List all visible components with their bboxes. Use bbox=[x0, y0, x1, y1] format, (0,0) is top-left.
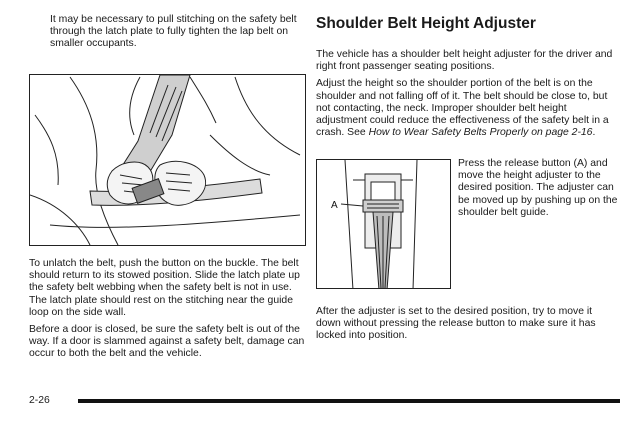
intro-paragraph: It may be necessary to pull stitching on… bbox=[50, 14, 297, 50]
footer-rule bbox=[78, 399, 620, 403]
adjuster-caption: Press the release button (A) and move th… bbox=[458, 158, 618, 218]
door-warning-paragraph: Before a door is closed, be sure the saf… bbox=[29, 324, 305, 360]
height-adjuster-illustration: A bbox=[316, 159, 451, 289]
callout-label-a: A bbox=[331, 200, 338, 211]
right-column-text: The vehicle has a shoulder belt height a… bbox=[316, 49, 616, 139]
adjust-text: Adjust the height so the shoulder portio… bbox=[316, 78, 609, 139]
adjust-paragraph: Adjust the height so the shoulder portio… bbox=[316, 78, 616, 139]
unlatch-paragraph: To unlatch the belt, push the button on … bbox=[29, 258, 300, 318]
page-number: 2-26 bbox=[29, 395, 50, 406]
adjuster-intro-paragraph: The vehicle has a shoulder belt height a… bbox=[316, 49, 613, 73]
left-column-text: To unlatch the belt, push the button on … bbox=[29, 258, 309, 361]
latch-plate-illustration bbox=[29, 74, 306, 246]
cross-reference-link[interactable]: How to Wear Safety Belts Properly on pag… bbox=[368, 127, 593, 139]
adjust-text-end: . bbox=[592, 127, 596, 139]
section-heading: Shoulder Belt Height Adjuster bbox=[316, 15, 536, 32]
after-adjust-paragraph: After the adjuster is set to the desired… bbox=[316, 306, 596, 342]
